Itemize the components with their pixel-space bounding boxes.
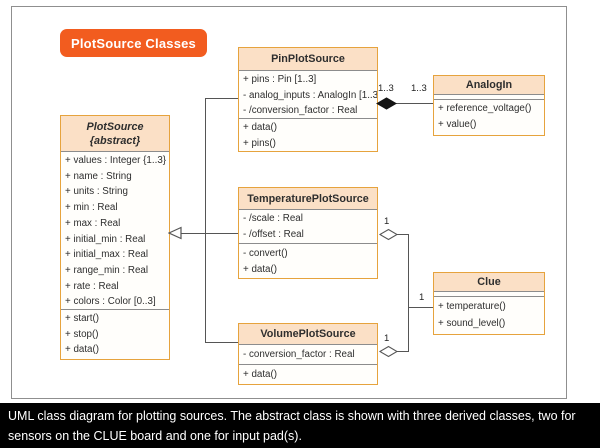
connector-line-generalization — [181, 233, 238, 234]
uml-method: + pins() — [243, 137, 276, 149]
class-header: VolumePlotSource — [239, 324, 377, 345]
class-header: PinPlotSource — [239, 48, 377, 71]
multiplicity-label: 1 — [384, 333, 390, 344]
uml-attribute: + max : Real — [65, 217, 121, 229]
aggregation-diamond-icon — [378, 228, 399, 246]
uml-method: + value() — [438, 119, 477, 130]
attributes-compartment: + values : Integer {1..3} + name : Strin… — [61, 152, 169, 310]
multiplicity-label: 1 — [419, 292, 425, 303]
class-header: Clue — [434, 273, 544, 292]
class-header: PlotSource {abstract} — [61, 116, 169, 152]
class-name: TemperaturePlotSource — [247, 192, 369, 205]
uml-attribute: + min : Real — [65, 202, 118, 214]
uml-method: + data() — [243, 122, 278, 133]
connector-line-generalization-trunk — [205, 98, 206, 343]
diagram-title-badge: PlotSource Classes — [60, 29, 207, 57]
uml-attribute: + range_min : Real — [65, 264, 149, 276]
uml-method: + temperature() — [438, 301, 506, 312]
class-box-volumeplotsource: VolumePlotSource - conversion_factor : R… — [238, 323, 378, 385]
methods-compartment: + start() + stop() + data() — [61, 310, 169, 359]
caption-text: UML class diagram for plotting sources. … — [8, 409, 576, 443]
multiplicity-label: 1..3 — [378, 83, 394, 94]
connector-line-clue-trunk — [408, 234, 409, 352]
class-header: AnalogIn — [434, 76, 544, 95]
uml-attribute: - conversion_factor : Real — [243, 349, 355, 360]
multiplicity-label: 1..3 — [411, 83, 427, 94]
methods-compartment: - convert() + data() — [239, 244, 377, 278]
methods-compartment: + reference_voltage() + value() — [434, 100, 544, 135]
class-box-pinplotsource: PinPlotSource + pins : Pin [1..3] - anal… — [238, 47, 378, 152]
uml-attribute: + name : String — [65, 170, 132, 182]
class-stereotype: {abstract} — [89, 134, 141, 147]
uml-method: + stop() — [65, 328, 99, 340]
uml-attribute: - /conversion_factor : Real — [243, 105, 358, 117]
methods-compartment: + temperature() + sound_level() — [434, 297, 544, 334]
class-name: PinPlotSource — [271, 53, 345, 65]
uml-attribute: - /offset : Real — [243, 229, 304, 240]
connector-line-pinplotsource — [205, 98, 238, 99]
figure-caption: UML class diagram for plotting sources. … — [0, 403, 600, 448]
composition-diamond-icon — [376, 97, 397, 115]
attributes-compartment: + pins : Pin [1..3] - analog_inputs : An… — [239, 71, 377, 119]
class-name: Clue — [477, 276, 501, 288]
class-box-plotsource: PlotSource {abstract} + values : Integer… — [60, 115, 170, 360]
methods-compartment: + data() + pins() — [239, 119, 377, 151]
uml-attribute: + values : Integer {1..3} — [65, 155, 167, 166]
class-header: TemperaturePlotSource — [239, 188, 377, 210]
class-name: AnalogIn — [465, 79, 513, 91]
connector-line-volume-clue — [394, 351, 409, 352]
uml-attribute: + initial_min : Real — [65, 233, 146, 245]
uml-attribute: + rate : Real — [65, 280, 119, 292]
uml-attribute: + units : String — [65, 186, 128, 198]
diagram-title: PlotSource Classes — [71, 35, 196, 51]
connector-line-volumeplotsource — [205, 342, 238, 343]
connector-line-clue — [408, 307, 433, 308]
uml-attribute: - analog_inputs : AnalogIn [1..3] — [243, 89, 377, 101]
uml-method: - convert() — [243, 248, 288, 259]
connector-line-pin-analogin — [378, 103, 433, 104]
uml-method: + data() — [243, 264, 278, 275]
uml-method: + start() — [65, 313, 100, 324]
uml-attribute: + initial_max : Real — [65, 249, 149, 261]
uml-method: + sound_level() — [438, 317, 506, 329]
uml-method: + reference_voltage() — [438, 103, 532, 114]
uml-method: + data() — [65, 344, 100, 356]
class-box-temperatureplotsource: TemperaturePlotSource - /scale : Real - … — [238, 187, 378, 279]
attributes-compartment: - /scale : Real - /offset : Real — [239, 210, 377, 244]
class-name: VolumePlotSource — [260, 328, 356, 340]
multiplicity-label: 1 — [384, 216, 390, 227]
class-box-analogin: AnalogIn + reference_voltage() + value() — [433, 75, 545, 136]
attributes-compartment — [434, 292, 544, 297]
connector-line-temp-clue — [394, 234, 409, 235]
attributes-compartment — [434, 95, 544, 100]
attributes-compartment: - conversion_factor : Real — [239, 345, 377, 365]
uml-method: + data() — [243, 369, 278, 380]
class-box-clue: Clue + temperature() + sound_level() — [433, 272, 545, 335]
class-name: PlotSource — [86, 120, 144, 133]
uml-attribute: + pins : Pin [1..3] — [243, 74, 317, 85]
inheritance-triangle-icon — [167, 226, 182, 245]
methods-compartment: + data() — [239, 365, 377, 384]
uml-attribute: + colors : Color [0..3] — [65, 296, 156, 308]
aggregation-diamond-icon — [378, 345, 399, 363]
uml-attribute: - /scale : Real — [243, 213, 303, 224]
